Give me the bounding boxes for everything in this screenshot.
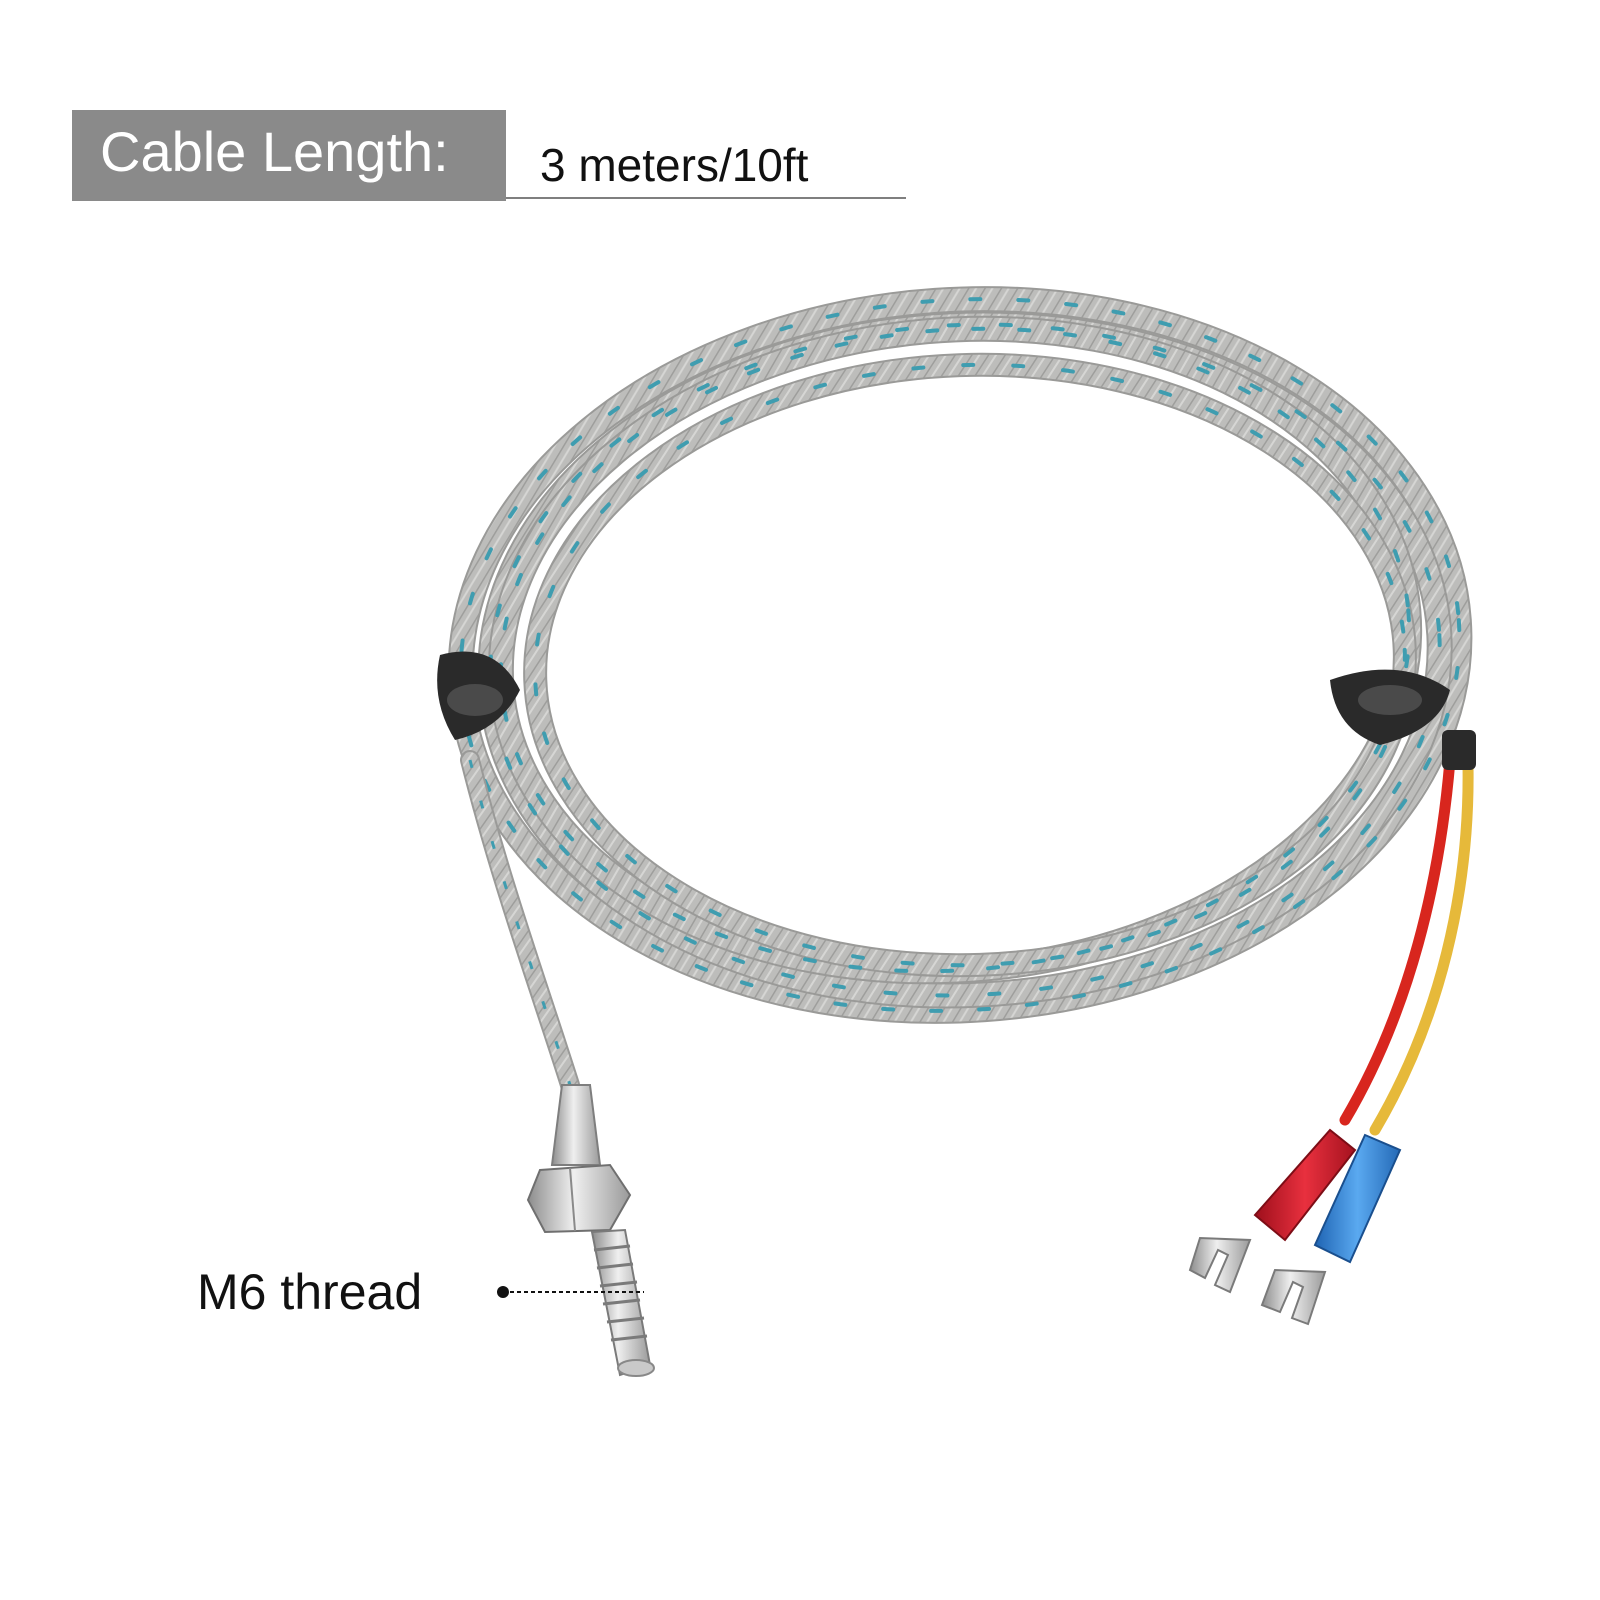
cable-tie-right	[1330, 669, 1450, 745]
m6-thread-callout-label: M6 thread	[197, 1264, 423, 1320]
probe-assembly	[526, 1084, 655, 1377]
spade-terminal-blue	[1260, 1133, 1402, 1326]
spade-terminal-red	[1188, 1128, 1357, 1294]
spec-label: Cable Length:	[72, 110, 506, 201]
spec-value: 3 meters/10ft	[506, 110, 906, 199]
cable-tie-left	[437, 651, 520, 740]
wire-tails	[1339, 730, 1476, 1136]
cable-coil	[447, 286, 1473, 1024]
probe-lead-cable	[460, 750, 580, 1095]
callout-leader-line	[497, 1286, 644, 1298]
cable-length-spec: Cable Length: 3 meters/10ft	[72, 110, 906, 201]
